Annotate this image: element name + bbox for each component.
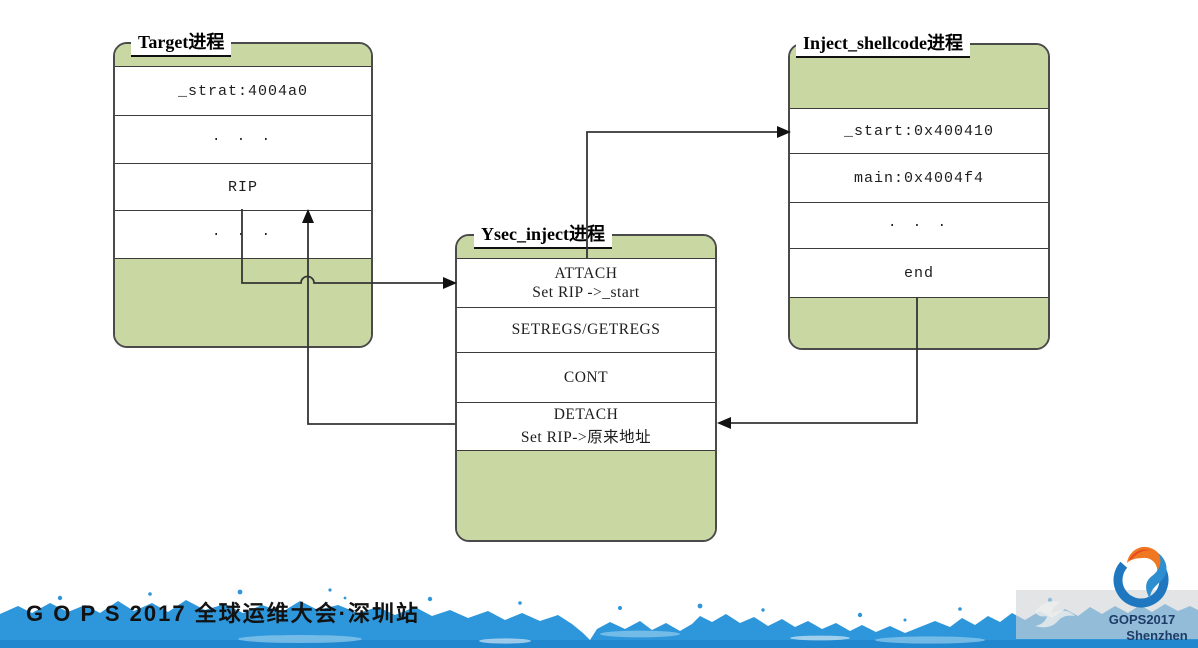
target-row-ellipsis-2: · · ·: [115, 210, 371, 258]
target-row-ellipsis-1-label: · · ·: [211, 131, 274, 148]
gops-logo-icon: [1113, 546, 1169, 608]
inject-footer-band: [790, 297, 1048, 348]
target-process-box: _strat:4004a0 · · · RIP · · ·: [113, 42, 373, 348]
inject-row-end: end: [790, 248, 1048, 297]
event-title: G O P S 2017 全球运维大会·深圳站: [26, 601, 421, 626]
inject-shellcode-process-box: _start:0x400410 main:0x4004f4 · · · end: [788, 43, 1050, 350]
ysec-row-detach-line2: Set RIP->原来地址: [520, 429, 652, 446]
target-row-ellipsis-1: · · ·: [115, 115, 371, 163]
ysec-footer-band: [457, 450, 715, 540]
target-row-ellipsis-2-label: · · ·: [211, 226, 274, 243]
arrowhead-end-to-detach: [717, 417, 731, 429]
inject-row-start: _start:0x400410: [790, 108, 1048, 153]
target-row-rip-label: RIP: [227, 178, 258, 196]
target-box-title: Target进程: [131, 28, 232, 57]
ysec-row-detach: DETACH Set RIP->原来地址: [457, 402, 715, 450]
ysec-row-attach: ATTACH Set RIP ->_start: [457, 258, 715, 307]
inject-row-end-label: end: [903, 264, 934, 282]
ysec-row-attach-line2: Set RIP ->_start: [532, 283, 640, 301]
target-row-start-label: _strat:4004a0: [177, 82, 309, 100]
inject-row-start-label: _start:0x400410: [843, 122, 995, 140]
inject-row-ellipsis: · · ·: [790, 202, 1048, 248]
inject-row-main: main:0x4004f4: [790, 153, 1048, 202]
target-row-start: _strat:4004a0: [115, 66, 371, 115]
inject-row-main-label: main:0x4004f4: [853, 169, 985, 187]
ysec-row-cont: CONT: [457, 352, 715, 402]
ysec-row-cont-label: CONT: [563, 368, 609, 386]
ysec-row-setregs-label: SETREGS/GETREGS: [511, 321, 661, 338]
ysec-row-attach-line1: ATTACH: [554, 264, 618, 282]
ysec-row-detach-line1: DETACH: [553, 406, 619, 423]
inject-box-title: Inject_shellcode进程: [796, 29, 970, 58]
ysec-box-title: Ysec_inject进程: [474, 220, 612, 249]
target-row-rip: RIP: [115, 163, 371, 210]
logo-text-shenzhen: Shenzhen: [1126, 628, 1188, 643]
ysec-inject-process-box: ATTACH Set RIP ->_start SETREGS/GETREGS …: [455, 234, 717, 542]
ysec-row-setregs: SETREGS/GETREGS: [457, 307, 715, 352]
target-footer-band: [115, 258, 371, 346]
inject-row-ellipsis-label: · · ·: [887, 217, 950, 234]
logo-text-gops2017: GOPS2017: [1108, 612, 1176, 627]
